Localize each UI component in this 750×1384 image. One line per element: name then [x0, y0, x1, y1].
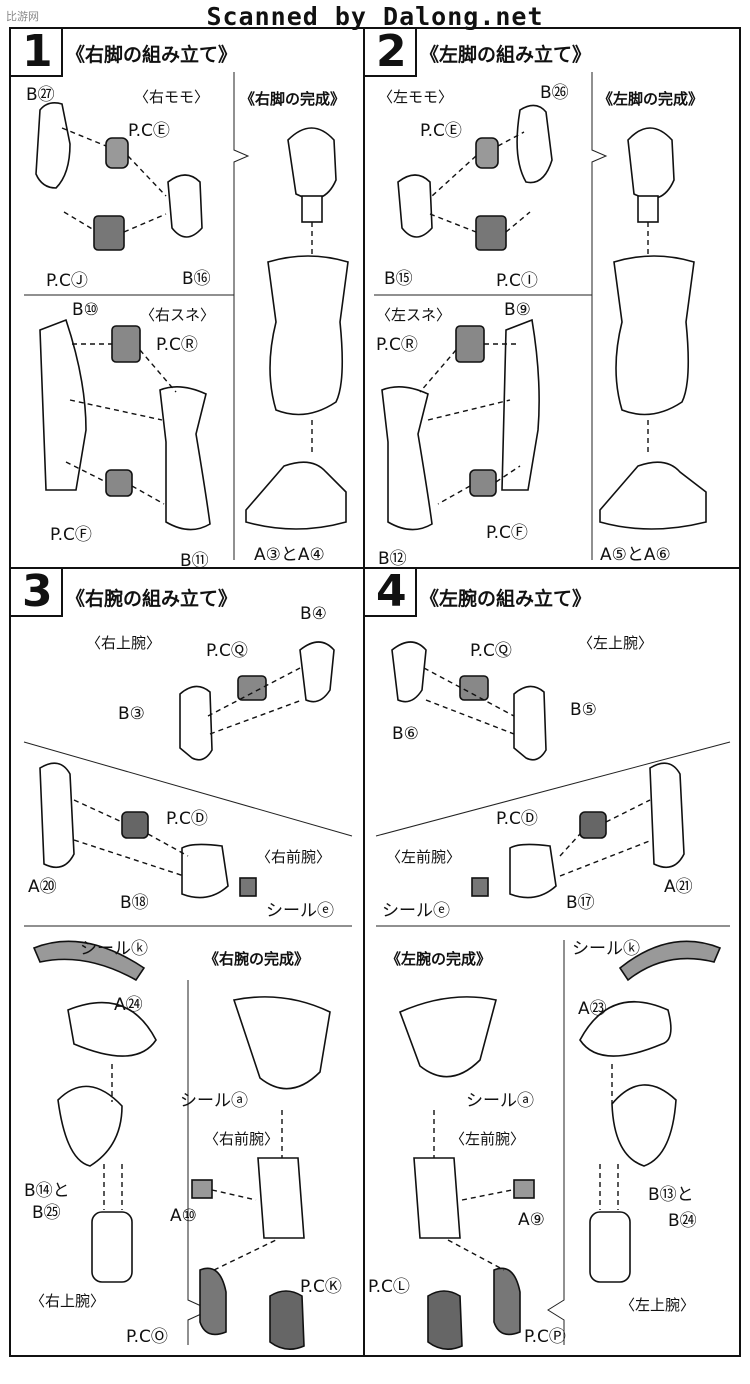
label-pc-r: P.CⓇ — [156, 335, 198, 355]
label-b17: B⑰ — [566, 893, 595, 913]
label-right-shin: 〈右スネ〉 — [140, 306, 216, 324]
label-pc-p: P.CⓅ — [524, 1327, 566, 1347]
label-b25: B㉕ — [32, 1203, 61, 1223]
label-b18: B⑱ — [120, 893, 149, 913]
label-b5: B⑤ — [570, 700, 597, 720]
label-pc-k: P.CⓀ — [300, 1277, 342, 1297]
label-b15: B⑮ — [384, 269, 413, 289]
label-right-forearm: 〈右前腕〉 — [256, 848, 332, 866]
label-left-shin: 〈左スネ〉 — [376, 306, 452, 324]
label-b26: B㉖ — [540, 83, 569, 103]
label-seal-a: シールⓐ — [180, 1091, 248, 1111]
watermark: 比游网 — [6, 10, 39, 23]
label-b12: B⑫ — [378, 549, 407, 569]
label-a23: A㉓ — [578, 999, 607, 1019]
label-pc-r: P.CⓇ — [376, 335, 418, 355]
label-a10: A⑩ — [170, 1206, 197, 1226]
label-pc-e: P.CⒺ — [420, 121, 462, 141]
step-1-number: 1 — [22, 26, 53, 77]
label-right-leg-complete: 《右脚の完成》 — [240, 90, 346, 108]
label-left-thigh: 〈左モモ〉 — [378, 88, 454, 106]
label-seal-a: シールⓐ — [466, 1091, 534, 1111]
label-pc-i: P.CⒾ — [496, 271, 538, 291]
step-2-title: 《左脚の組み立て》 — [420, 44, 592, 66]
label-left-forearm: 〈左前腕〉 — [386, 848, 462, 866]
label-pc-f: P.CⒻ — [50, 525, 92, 545]
label-b27: B㉗ — [26, 85, 55, 105]
label-a9: A⑨ — [518, 1210, 545, 1230]
label-pc-q: P.CⓆ — [206, 641, 248, 661]
label-pc-l: P.CⓁ — [368, 1277, 410, 1297]
label-pc-q: P.CⓆ — [470, 641, 512, 661]
label-b11: B⑪ — [180, 551, 209, 571]
label-b4: B④ — [300, 604, 327, 624]
label-seal-e: シールⓔ — [266, 901, 334, 921]
label-b6: B⑥ — [392, 724, 419, 744]
label-b9: B⑨ — [504, 300, 531, 320]
label-right-forearm-2: 〈右前腕〉 — [204, 1130, 280, 1148]
step-3-title: 《右腕の組み立て》 — [66, 588, 238, 610]
label-a20: A⑳ — [28, 877, 57, 897]
label-left-upper-arm: 〈左上腕〉 — [578, 634, 654, 652]
label-seal-ke: シールⓚ — [572, 939, 640, 959]
label-b24: B㉔ — [668, 1211, 697, 1231]
label-left-leg-complete: 《左脚の完成》 — [598, 90, 704, 108]
step-3-number: 3 — [22, 566, 53, 617]
label-pc-d: P.CⒹ — [496, 809, 538, 829]
label-left-upper-arm-2: 〈左上腕〉 — [620, 1296, 696, 1314]
label-b3: B③ — [118, 704, 145, 724]
label-pc-e: P.CⒺ — [128, 121, 170, 141]
label-left-forearm-2: 〈左前腕〉 — [450, 1130, 526, 1148]
step-1-title: 《右脚の組み立て》 — [66, 44, 238, 66]
label-a3-a4: A③とA④ — [254, 545, 325, 565]
label-pc-d: P.CⒹ — [166, 809, 208, 829]
label-a24: A㉔ — [114, 995, 143, 1015]
step-4-title: 《左腕の組み立て》 — [420, 588, 592, 610]
step-2-number: 2 — [376, 26, 407, 77]
label-a5-a6: A⑤とA⑥ — [600, 545, 671, 565]
label-right-upper-arm: 〈右上腕〉 — [86, 634, 162, 652]
label-seal-ko: シールⓚ — [80, 939, 148, 959]
label-pc-j: P.CⒿ — [46, 271, 88, 291]
label-b14: B⑭と — [24, 1181, 70, 1201]
label-right-upper-arm-2: 〈右上腕〉 — [30, 1292, 106, 1310]
label-b13: B⑬と — [648, 1185, 694, 1205]
label-right-arm-complete: 《右腕の完成》 — [204, 950, 310, 968]
label-b16: B⑯ — [182, 269, 211, 289]
step-4-number: 4 — [376, 566, 407, 617]
label-right-thigh: 〈右モモ〉 — [134, 88, 210, 106]
label-pc-o: P.CⓄ — [126, 1327, 168, 1347]
label-left-arm-complete: 《左腕の完成》 — [386, 950, 492, 968]
scan-header: Scanned by Dalong.net — [206, 2, 544, 31]
label-seal-e: シールⓔ — [382, 901, 450, 921]
label-b10: B⑩ — [72, 300, 99, 320]
label-a21: A㉑ — [664, 877, 693, 897]
label-pc-f: P.CⒻ — [486, 523, 528, 543]
